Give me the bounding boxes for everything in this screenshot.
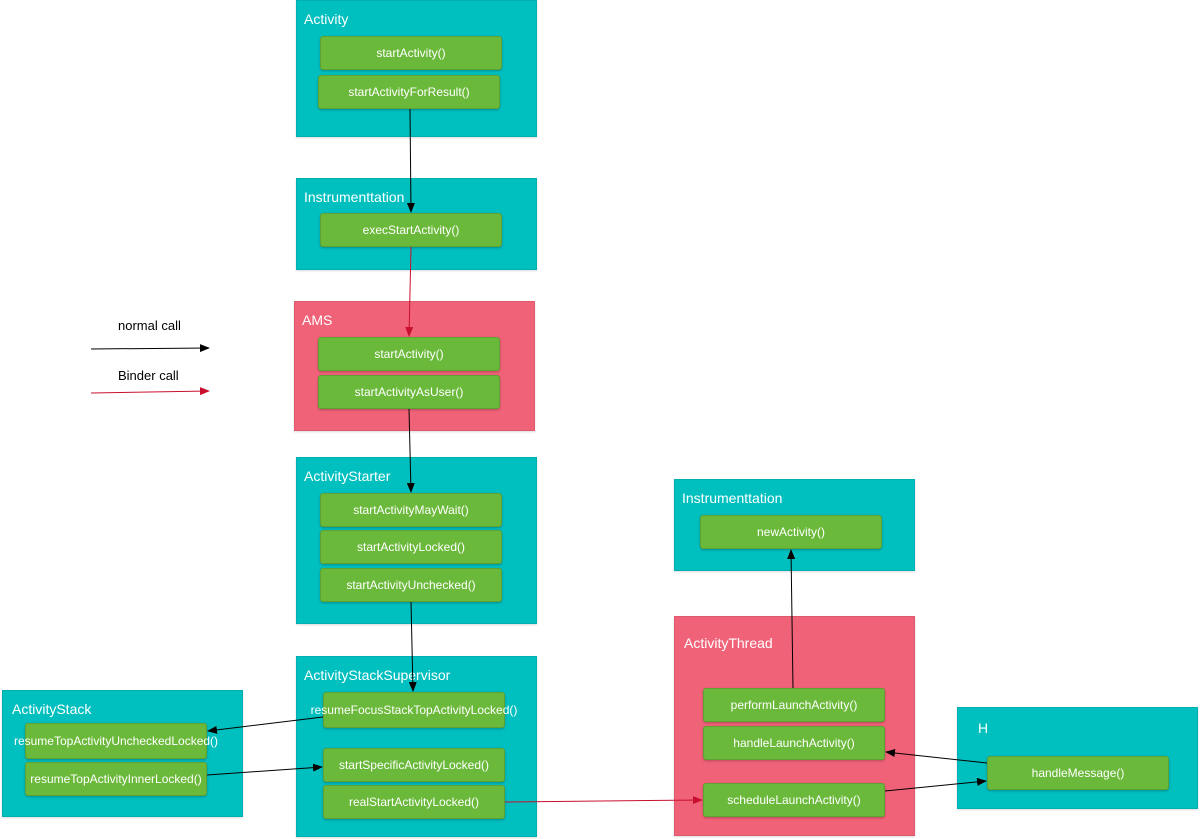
activity-thread-title: ActivityThread: [684, 635, 773, 651]
ams-start-activity-method: startActivity(): [318, 337, 500, 371]
start-activity-unchecked-method: startActivityUnchecked(): [320, 568, 502, 602]
h-title: H: [978, 720, 989, 736]
handle-launch-activity-method: handleLaunchActivity(): [703, 726, 885, 760]
legend-binder-call-arrow: [90, 387, 210, 396]
start-activity-may-wait-method: startActivityMayWait(): [320, 493, 502, 527]
resume-focus-stack-top-activity-locked-method: resumeFocusStackTopActivityLocked(): [311, 692, 517, 728]
instrumentation-right-title: Instrumenttation: [682, 490, 783, 506]
ams-title: AMS: [302, 312, 333, 328]
new-activity-method: newActivity(): [700, 515, 882, 549]
legend-normal-call-label: normal call: [118, 318, 181, 333]
resume-top-activity-unchecked-locked-method: resumeTopActivityUncheckedLocked(): [14, 723, 218, 759]
activity-start-activity-for-result-method: startActivityForResult(): [318, 75, 500, 109]
legend-binder-call-label: Binder call: [118, 368, 179, 383]
real-start-activity-locked-method: realStartActivityLocked(): [323, 785, 505, 819]
schedule-launch-activity-method: scheduleLaunchActivity(): [703, 783, 885, 817]
activity-title: Activity: [304, 11, 349, 27]
ams-start-activity-as-user-method: startActivityAsUser(): [318, 375, 500, 409]
start-activity-locked-method: startActivityLocked(): [320, 530, 502, 564]
handle-message-method: handleMessage(): [987, 756, 1169, 790]
resume-top-activity-inner-locked-method: resumeTopActivityInnerLocked(): [25, 762, 207, 796]
activity-starter-title: ActivityStarter: [304, 468, 391, 484]
activity-start-activity-method: startActivity(): [320, 36, 502, 70]
start-specific-activity-locked-method: startSpecificActivityLocked(): [323, 748, 505, 782]
exec-start-activity-method: execStartActivity(): [320, 213, 502, 247]
legend-normal-call-arrow: [90, 344, 210, 353]
perform-launch-activity-method: performLaunchActivity(): [703, 688, 885, 722]
activity-stack-title: ActivityStack: [12, 701, 92, 717]
activity-stack-supervisor-title: ActivityStackSupervisor: [304, 667, 451, 683]
instrumentation-top-title: Instrumenttation: [304, 189, 405, 205]
